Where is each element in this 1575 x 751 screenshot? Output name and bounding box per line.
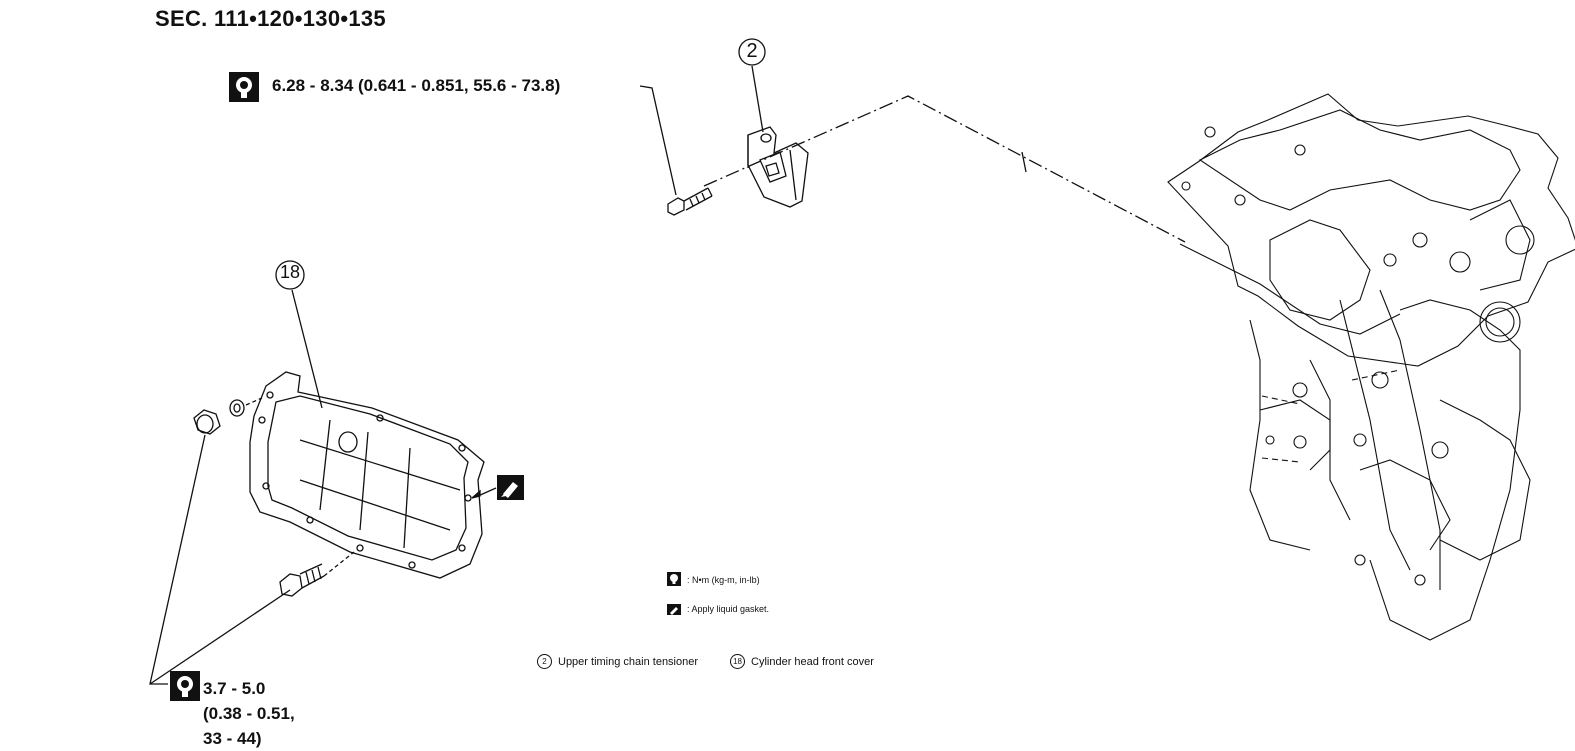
liquid-gasket-icon (497, 475, 524, 500)
legend-torque-icon (667, 572, 681, 586)
cylinder-head-front-cover (249, 371, 485, 579)
legend-liquid-gasket: : Apply liquid gasket. (683, 604, 769, 614)
callout-circle-18 (275, 260, 305, 290)
part-label: Upper timing chain tensioner (558, 655, 699, 668)
leader-lower-torque (149, 434, 291, 685)
torque-spec-front-cover: 3.7 - 5.0 (0.38 - 0.51, 33 - 44) (203, 676, 295, 751)
leader-callout-2 (751, 65, 764, 133)
torque-spec-line-3: 33 - 44) (203, 729, 262, 748)
front-cover-bolt (279, 551, 355, 597)
upper-timing-chain-tensioner (747, 126, 809, 208)
leader-callout-18 (291, 289, 323, 409)
callout-front-cover: 18 (279, 262, 301, 282)
legend-gasket-text: : Apply liquid gasket. (687, 604, 770, 614)
gasket-pointer (471, 487, 497, 499)
alignment-line-tensioner (703, 95, 1186, 243)
callout-tensioner: 2 (746, 40, 758, 62)
torque-spec-tensioner-bolt: 6.28 - 8.34 (0.641 - 0.851, 55.6 - 73.8) (272, 76, 561, 95)
cap-nut (193, 409, 221, 435)
legend-gasket-icon (667, 604, 681, 615)
torque-wrench-icon (170, 671, 200, 701)
leader-top-torque (639, 85, 677, 196)
torque-wrench-icon (229, 72, 259, 102)
torque-spec-line-1: 3.7 - 5.0 (203, 679, 266, 698)
section-title: SEC. 111•120•130•135 (155, 6, 386, 31)
tensioner-bolt (667, 187, 713, 216)
parts-list: 2 Upper timing chain tensioner 18 Cylinder … (537, 654, 874, 669)
engine-block (1167, 93, 1575, 641)
part-number-badge: 18 (730, 654, 746, 669)
washer (229, 397, 263, 417)
legend-torque-text: : N•m (kg-m, in-lb) (687, 575, 760, 585)
part-number-badge: 2 (537, 654, 552, 669)
legend-torque-units: : N•m (kg-m, in-lb) (683, 575, 760, 585)
part-label: Cylinder head front cover (751, 655, 874, 668)
callout-circle-2 (738, 38, 766, 66)
torque-spec-line-2: (0.38 - 0.51, (203, 704, 295, 723)
